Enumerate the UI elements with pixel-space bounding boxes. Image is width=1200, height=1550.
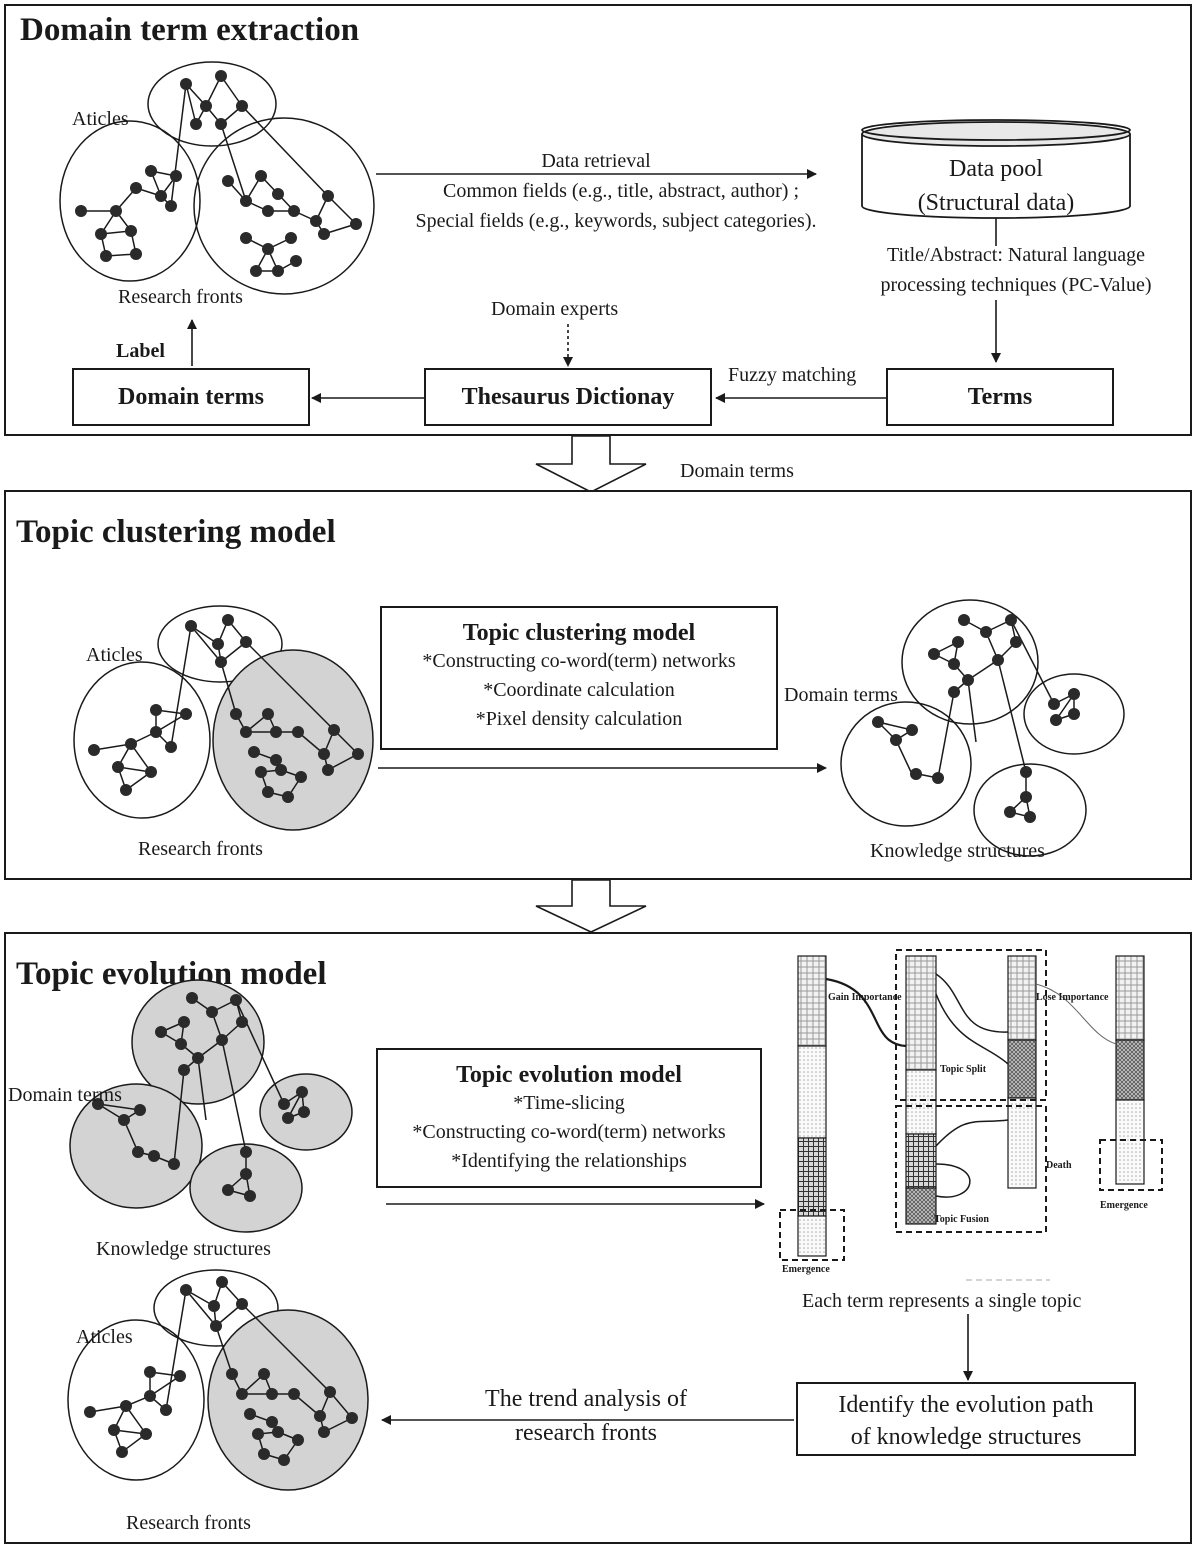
model-item: *Coordinate calculation <box>483 679 675 701</box>
lose-importance-label: Lose Importance <box>1036 992 1109 1003</box>
knowledge-structures-label: Knowledge structures <box>870 840 1045 862</box>
nlp-label-line1: Title/Abstract: Natural language <box>886 244 1146 266</box>
data-retrieval-label: Data retrieval <box>541 150 651 172</box>
thesaurus-dictionary-box: Thesaurus Dictionay <box>424 368 712 426</box>
research-fronts-network <box>59 61 1131 403</box>
model-item: *Constructing co-word(term) networks <box>412 1121 726 1143</box>
domain-experts-label: Domain experts <box>491 298 619 320</box>
aticles-label: Aticles <box>72 108 129 130</box>
label-label: Label <box>116 340 165 362</box>
domain-terms-box: Domain terms <box>72 368 310 426</box>
panel-topic-clustering: Topic clustering model <box>4 490 1192 880</box>
knowledge-structures-label: Knowledge structures <box>96 1238 271 1260</box>
panel-domain-term-extraction: Domain term extraction <box>4 4 1192 436</box>
between-domain-terms-label: Domain terms <box>680 460 794 482</box>
panel-title: Topic clustering model <box>16 514 336 550</box>
domain-terms-label: Domain terms <box>8 1084 122 1106</box>
fuzzy-matching-label: Fuzzy matching <box>728 364 857 386</box>
research-fronts-label: Research fronts <box>138 838 263 860</box>
topic-fusion-label: Topic Fusion <box>934 1214 989 1225</box>
data-pool-title: Data pool <box>949 156 1043 182</box>
research-fronts-network-2 <box>73 599 1125 857</box>
special-fields-label: Special fields (e.g., keywords, subject … <box>415 210 817 232</box>
panel-topic-evolution: Topic evolution model <box>4 932 1192 1544</box>
death-label: Death <box>1046 1160 1072 1171</box>
each-term-label: Each term represents a single topic <box>802 1290 1082 1312</box>
identify-evolution-box: Identify the evolution path of knowledge… <box>796 1382 1136 1456</box>
topic-split-label: Topic Split <box>940 1064 987 1075</box>
identify-line2: of knowledge structures <box>850 1424 1082 1450</box>
model-item: *Constructing co-word(term) networks <box>422 650 736 672</box>
model-box-title: Topic evolution model <box>456 1062 682 1088</box>
evolution-diagram <box>67 949 1163 1491</box>
data-pool-subtitle: (Structural data) <box>917 190 1075 216</box>
trend-analysis-line2: research fronts <box>515 1420 657 1446</box>
terms-box: Terms <box>886 368 1114 426</box>
trend-analysis-line1: The trend analysis of <box>485 1386 687 1412</box>
identify-line1: Identify the evolution path <box>838 1392 1094 1418</box>
topic-clustering-model-box: Topic clustering model *Constructing co-… <box>380 606 778 750</box>
model-item: *Time-slicing <box>513 1092 625 1114</box>
emergence-left-label: Emergence <box>782 1264 830 1275</box>
common-fields-label: Common fields (e.g., title, abstract, au… <box>442 180 800 202</box>
research-fronts-label: Research fronts <box>118 286 243 308</box>
nlp-label-line2: processing techniques (PC-Value) <box>880 274 1152 296</box>
topic-evolution-model-box: Topic evolution model *Time-slicing *Con… <box>376 1048 762 1188</box>
model-item: *Identifying the relationships <box>451 1150 687 1172</box>
domain-terms-label: Domain terms <box>784 684 898 706</box>
research-fronts-label: Research fronts <box>126 1512 251 1534</box>
emergence-right-label: Emergence <box>1100 1200 1148 1211</box>
panel-title: Domain term extraction <box>20 12 360 48</box>
gain-importance-label: Gain Importance <box>828 992 902 1003</box>
model-item: *Pixel density calculation <box>475 708 683 730</box>
aticles-label: Aticles <box>86 644 143 666</box>
model-box-title: Topic clustering model <box>462 620 696 646</box>
aticles-label: Aticles <box>76 1326 133 1348</box>
